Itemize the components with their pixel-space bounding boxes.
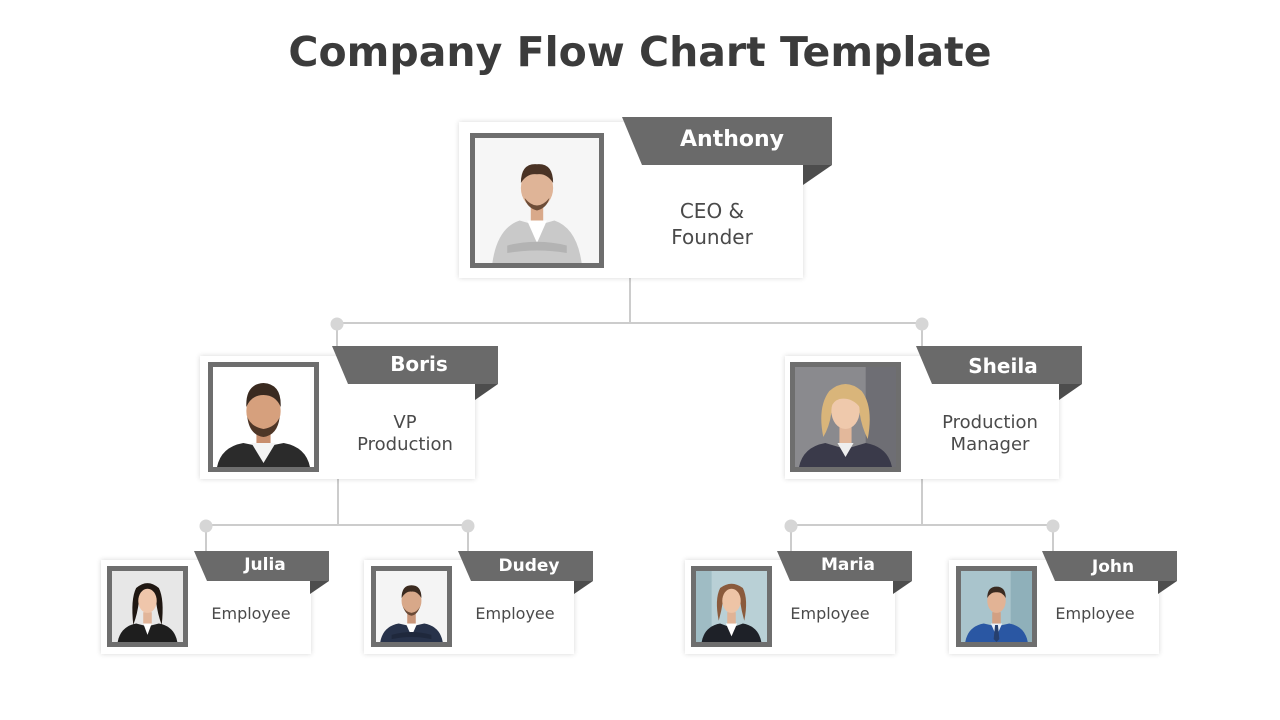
avatar xyxy=(208,362,319,472)
connector-dot xyxy=(1046,519,1060,533)
page-title: Company Flow Chart Template xyxy=(288,28,992,76)
person-name: Dudey xyxy=(458,551,593,581)
connector-dot xyxy=(915,317,929,331)
connector-dot xyxy=(784,519,798,533)
role-title: Production Manager xyxy=(942,412,1038,455)
connector-dot xyxy=(199,519,213,533)
avatar xyxy=(956,566,1037,647)
connector-dot xyxy=(461,519,475,533)
role-title: VP Production xyxy=(357,412,453,455)
role-title: Employee xyxy=(1055,604,1135,623)
person-name: Boris xyxy=(332,346,498,384)
avatar xyxy=(470,133,604,268)
avatar xyxy=(371,566,452,647)
connector-dot xyxy=(330,317,344,331)
role-title: Employee xyxy=(475,604,555,623)
person-name: Sheila xyxy=(916,346,1082,384)
avatar xyxy=(691,566,772,647)
person-name: Maria xyxy=(777,551,912,581)
role-title: CEO & Founder xyxy=(671,199,753,249)
role-title: Employee xyxy=(211,604,291,623)
avatar xyxy=(107,566,188,647)
role-title: Employee xyxy=(790,604,870,623)
avatar xyxy=(790,362,901,472)
person-name: John xyxy=(1042,551,1177,581)
person-name: Julia xyxy=(194,551,329,581)
person-name: Anthony xyxy=(622,117,832,165)
